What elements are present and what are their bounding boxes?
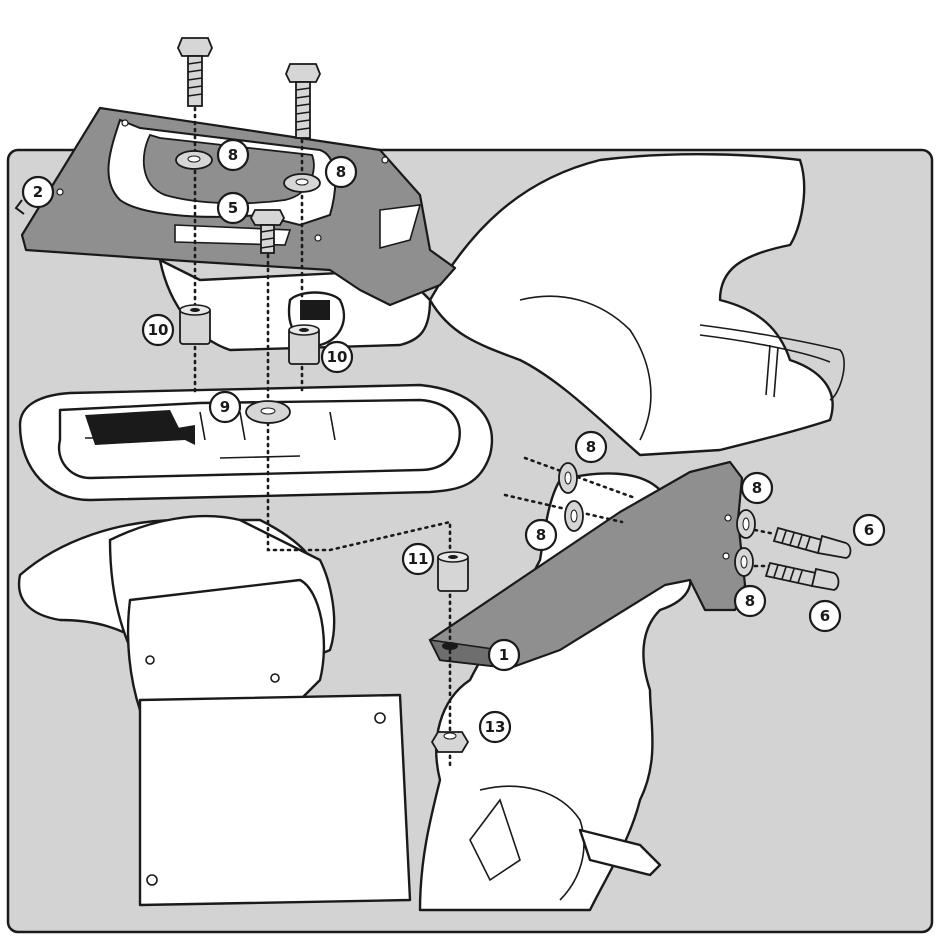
callout-11-text: 11: [408, 550, 429, 568]
bolt-top-left: [177, 37, 213, 107]
bolt-5: [249, 209, 286, 254]
washer-8-plate-left: [175, 150, 213, 170]
socket-bolt-6-lower: [764, 561, 840, 591]
washer-8-side-upper: [558, 462, 578, 494]
callout-10b-text: 10: [327, 348, 348, 366]
callout-8e-text: 8: [752, 479, 762, 497]
assembly-guide-lines: [193, 106, 777, 767]
callout-5-text: 5: [228, 199, 238, 217]
callout-2: 2: [21, 175, 55, 209]
callout-8-side-upper: 8: [574, 430, 608, 464]
callout-13-text: 13: [485, 718, 506, 736]
nut-13: [430, 731, 470, 753]
washer-9: [245, 400, 291, 424]
callout-5: 5: [216, 191, 250, 225]
callout-8d-text: 8: [536, 526, 546, 544]
callout-8c-text: 8: [586, 438, 596, 456]
callout-6a-text: 6: [864, 521, 874, 539]
callout-6-upper: 6: [852, 513, 886, 547]
callout-9-text: 9: [220, 398, 230, 416]
callout-8a-text: 8: [228, 146, 238, 164]
callout-8b-text: 8: [336, 163, 346, 181]
washer-8-bracket-upper: [736, 509, 756, 539]
washer-8-bracket-lower: [734, 547, 754, 577]
washer-8-side-lower: [564, 500, 584, 532]
callout-8-bracket-lower: 8: [733, 584, 767, 618]
callout-10-left: 10: [141, 313, 175, 347]
callout-10-right: 10: [320, 340, 354, 374]
callout-1: 1: [487, 638, 521, 672]
callout-11: 11: [401, 542, 435, 576]
callout-8f-text: 8: [745, 592, 755, 610]
callout-labels: 2 8 8 5 10 10 9 8 8 8 8 6 6 11 1 13: [21, 138, 886, 744]
callout-13: 13: [478, 710, 512, 744]
callout-1-text: 1: [499, 646, 509, 664]
spacer-10-left: [179, 304, 211, 345]
hardware-parts: [175, 37, 852, 753]
callout-6b-text: 6: [820, 607, 830, 625]
spacer-11: [437, 551, 469, 592]
callout-9: 9: [208, 390, 242, 424]
callout-8-plate-left: 8: [216, 138, 250, 172]
callout-8-bracket-upper: 8: [740, 471, 774, 505]
washer-8-plate-right: [283, 173, 321, 193]
callout-10a-text: 10: [148, 321, 169, 339]
callout-6-lower: 6: [808, 599, 842, 633]
callout-8-side-lower: 8: [524, 518, 558, 552]
socket-bolt-6-upper: [772, 526, 852, 559]
spacer-10-right: [288, 324, 320, 365]
callout-2-text: 2: [33, 183, 43, 201]
bolt-top-right: [285, 63, 321, 139]
callout-8-plate-right: 8: [324, 155, 358, 189]
